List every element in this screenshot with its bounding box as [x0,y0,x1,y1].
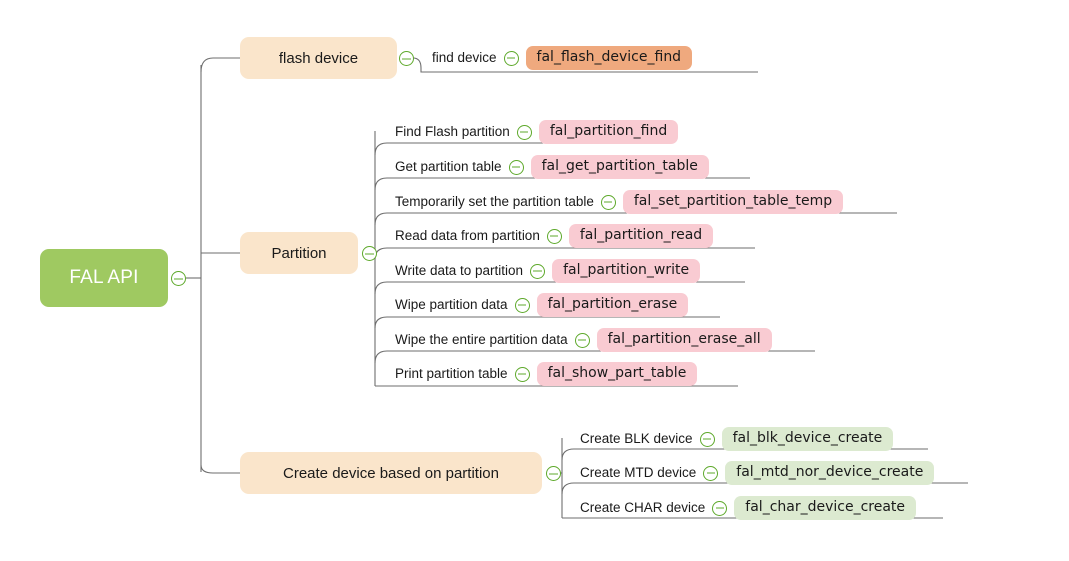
minus-circle-icon-wipe-the-entire-partition-data[interactable] [574,332,590,348]
leaf-row-create-2[interactable]: Create MTD device fal_mtd_nor_device_cre… [580,460,935,486]
tag-fal-partition-erase-all[interactable]: fal_partition_erase_all [596,328,772,352]
minus-circle-icon-root[interactable] [171,271,186,286]
leaf-label-temporarily-set-the-partition-table: Temporarily set the partition table [395,194,594,210]
leaf-label-get-partition-table: Get partition table [395,159,502,175]
tag-fal-mtd-nor-device-create[interactable]: fal_mtd_nor_device_create [725,461,935,485]
root-node[interactable]: FAL API [40,249,168,307]
tag-fal-partition-write[interactable]: fal_partition_write [552,259,701,283]
leaf-label-print-partition-table: Print partition table [395,366,508,382]
branch-node-flash-device[interactable]: flash device [240,37,397,79]
leaf-row-find-device[interactable]: find device fal_flash_device_find [432,45,693,71]
minus-circle-icon-wipe-partition-data[interactable] [514,297,530,313]
minus-circle-icon-find-device[interactable] [503,50,519,66]
tag-fal-partition-read[interactable]: fal_partition_read [568,224,714,248]
minus-circle-icon-temporarily-set-the-partition-table[interactable] [600,194,616,210]
branch-label-flash-device: flash device [278,49,359,67]
tag-fal-show-part-table[interactable]: fal_show_part_table [536,362,698,386]
tag-fal-get-partition-table[interactable]: fal_get_partition_table [530,155,709,179]
leaf-row-partition-7[interactable]: Wipe the entire partition data fal_parti… [395,327,772,353]
leaf-row-create-1[interactable]: Create BLK device fal_blk_device_create [580,426,894,452]
minus-circle-icon-get-partition-table[interactable] [508,159,524,175]
tag-fal-flash-device-find[interactable]: fal_flash_device_find [525,46,693,70]
minus-circle-icon-print-partition-table[interactable] [514,366,530,382]
branch-node-partition[interactable]: Partition [240,232,358,274]
leaf-row-partition-5[interactable]: Write data to partition fal_partition_wr… [395,258,701,284]
minus-circle-icon-flash-device[interactable] [399,51,414,66]
trunk-to-flash-device [200,57,240,73]
tag-fal-set-partition-table-temp[interactable]: fal_set_partition_table_temp [622,190,844,214]
leaf-row-create-3[interactable]: Create CHAR device fal_char_device_creat… [580,495,917,521]
leaf-label-create-mtd-device: Create MTD device [580,465,697,481]
minus-circle-icon-create-mtd-device[interactable] [703,465,719,481]
minus-circle-icon-partition[interactable] [362,246,377,261]
leaf-label-wipe-partition-data: Wipe partition data [395,297,508,313]
leaf-row-partition-6[interactable]: Wipe partition data fal_partition_erase [395,292,689,318]
tag-fal-char-device-create[interactable]: fal_char_device_create [734,496,917,520]
tag-fal-blk-device-create[interactable]: fal_blk_device_create [721,427,894,451]
minus-circle-icon-create-device[interactable] [546,466,561,481]
minus-circle-icon-find-flash-partition[interactable] [516,124,532,140]
tag-fal-partition-erase[interactable]: fal_partition_erase [536,293,689,317]
tag-fal-partition-find[interactable]: fal_partition_find [538,120,679,144]
root-label: FAL API [69,267,139,288]
leaf-row-partition-3[interactable]: Temporarily set the partition table fal_… [395,189,844,215]
leaf-label-write-data-to-partition: Write data to partition [395,263,524,279]
leaf-row-partition-2[interactable]: Get partition table fal_get_partition_ta… [395,154,709,180]
leaf-row-partition-1[interactable]: Find Flash partition fal_partition_find [395,119,679,145]
minus-circle-icon-create-char-device[interactable] [712,500,728,516]
branch-label-create-device: Create device based on partition [283,464,499,482]
leaf-label-find-device: find device [432,50,497,66]
trunk-to-create-device [200,464,240,474]
branch-label-partition: Partition [271,244,327,262]
minus-circle-icon-create-blk-device[interactable] [699,431,715,447]
leaf-label-create-char-device: Create CHAR device [580,500,706,516]
leaf-row-partition-4[interactable]: Read data from partition fal_partition_r… [395,223,714,249]
minus-circle-icon-read-data-from-partition[interactable] [546,228,562,244]
minus-circle-icon-write-data-to-partition[interactable] [530,263,546,279]
leaf-label-find-flash-partition: Find Flash partition [395,124,510,140]
leaf-label-create-blk-device: Create BLK device [580,431,693,447]
leaf-label-wipe-the-entire-partition-data: Wipe the entire partition data [395,332,568,348]
branch-node-create-device[interactable]: Create device based on partition [240,452,542,494]
leaf-label-read-data-from-partition: Read data from partition [395,228,540,244]
leaf-row-partition-8[interactable]: Print partition table fal_show_part_tabl… [395,361,698,387]
